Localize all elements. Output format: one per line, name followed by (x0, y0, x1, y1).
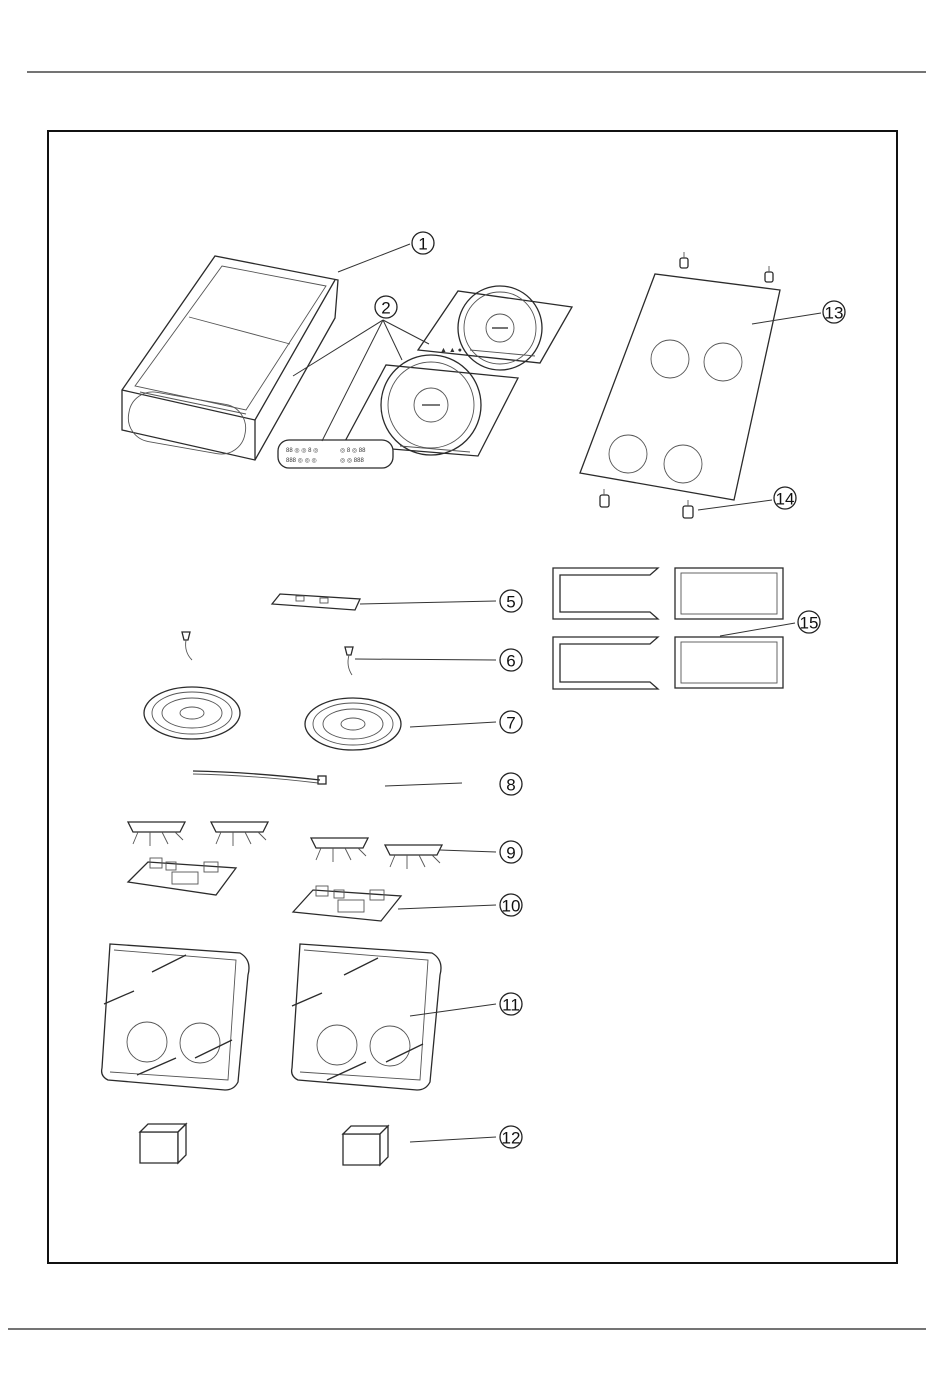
foot-icon (680, 252, 688, 268)
callout-label: 14 (776, 490, 795, 509)
svg-text:◎ ◎ 888: ◎ ◎ 888 (340, 458, 364, 464)
callout-2: 2 (375, 296, 397, 318)
callout-label: 5 (506, 593, 515, 612)
callout-11: 11 (500, 993, 522, 1015)
callout-label: 8 (506, 776, 515, 795)
callout-5: 5 (500, 590, 522, 612)
wire-harness (193, 771, 326, 784)
callout-label: 7 (506, 714, 515, 733)
cooktop-housing (122, 256, 338, 460)
fan-icon (311, 838, 368, 862)
callout-label: 6 (506, 652, 515, 671)
glass-plate-rear: ▲ ▲ ● (418, 286, 572, 370)
control-panel-strip: 88 ◎ ◎ 8 ◎ ◎ 8 ◎ 88 888 ◎ ◎ ◎ ◎ ◎ 888 (278, 440, 393, 468)
svg-text:◎ 8 ◎ 88: ◎ 8 ◎ 88 (340, 448, 366, 454)
callout-9: 9 (500, 841, 522, 863)
svg-text:▲ ▲ ●: ▲ ▲ ● (440, 347, 462, 354)
temperature-sensors (182, 632, 353, 675)
callout-label: 1 (418, 235, 427, 254)
callout-label: 10 (502, 897, 521, 916)
callout-15: 15 (798, 611, 820, 633)
fan-icon (211, 822, 268, 846)
foot-icon (600, 489, 609, 507)
induction-coils (144, 687, 401, 750)
callout-label: 13 (825, 304, 844, 323)
filter-frames (553, 568, 783, 689)
foot-icon (683, 500, 693, 518)
callout-7: 7 (500, 711, 522, 733)
callout-1: 1 (412, 232, 434, 254)
callout-label: 2 (381, 299, 390, 318)
callout-10: 10 (500, 894, 522, 916)
fan-icon (385, 845, 442, 869)
base-plate (580, 274, 780, 500)
fan-icon (128, 822, 185, 846)
callout-14: 14 (774, 487, 796, 509)
power-boards (128, 858, 401, 921)
callout-label: 9 (506, 844, 515, 863)
callout-12: 12 (500, 1126, 522, 1148)
callout-8: 8 (500, 773, 522, 795)
callout-label: 12 (502, 1129, 521, 1148)
callout-6: 6 (500, 649, 522, 671)
box-icon (343, 1126, 388, 1165)
callout-label: 15 (800, 614, 819, 633)
foot-icon (765, 266, 773, 282)
svg-text:88 ◎ ◎ 8 ◎: 88 ◎ ◎ 8 ◎ (286, 448, 318, 454)
control-board (272, 594, 360, 610)
callout-label: 11 (502, 996, 520, 1015)
callout-13: 13 (823, 301, 845, 323)
svg-text:888 ◎ ◎ ◎: 888 ◎ ◎ ◎ (286, 458, 317, 464)
box-icon (140, 1124, 186, 1163)
bottom-trays (102, 944, 441, 1090)
electrical-boxes (140, 1124, 388, 1165)
